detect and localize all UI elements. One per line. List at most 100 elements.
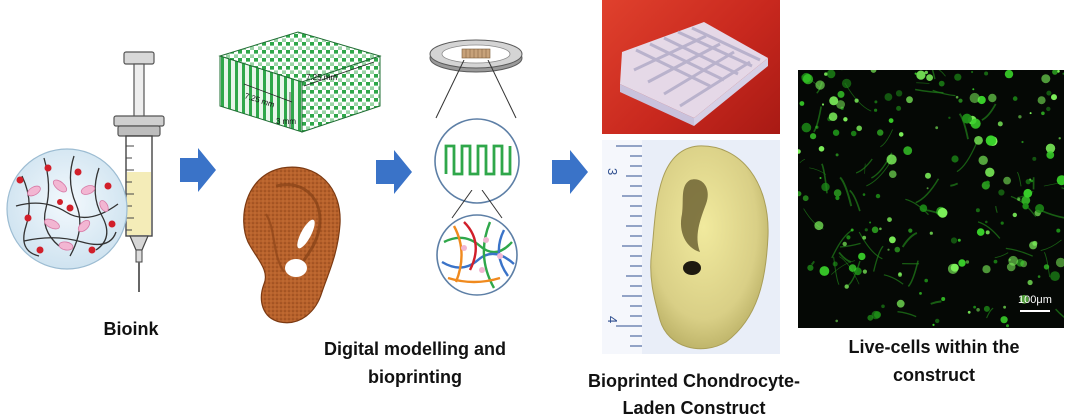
ruler-label-upper: 3 bbox=[605, 168, 620, 175]
scaffold-width-label: 7.25 mm bbox=[306, 73, 337, 82]
live-cell bbox=[858, 253, 865, 260]
scaffold-model: 7.25 mm 7.25 mm 3 mm bbox=[214, 26, 386, 144]
live-cell bbox=[1032, 157, 1036, 161]
cell-process bbox=[850, 190, 860, 211]
live-cell bbox=[1003, 306, 1006, 309]
cell-process bbox=[811, 261, 814, 264]
live-cell bbox=[874, 100, 877, 103]
cell-process bbox=[898, 312, 917, 317]
live-cell bbox=[820, 177, 822, 179]
live-cell bbox=[986, 135, 996, 145]
live-cell bbox=[984, 306, 990, 312]
live-cell bbox=[863, 193, 866, 196]
live-cell bbox=[833, 130, 839, 136]
live-cell bbox=[803, 74, 813, 84]
live-cell bbox=[896, 90, 902, 96]
live-cell bbox=[843, 117, 847, 121]
live-cell bbox=[954, 74, 961, 81]
scaffold-photo-drawing bbox=[602, 0, 780, 134]
live-cell bbox=[798, 191, 801, 196]
live-cells-image: 100μm bbox=[798, 70, 1064, 328]
live-cell bbox=[845, 284, 849, 288]
live-cell bbox=[815, 80, 824, 89]
scaffold-photo bbox=[602, 0, 780, 134]
live-cell bbox=[1005, 70, 1013, 78]
live-cell bbox=[920, 204, 928, 212]
live-cell bbox=[962, 114, 972, 124]
live-cell bbox=[807, 265, 813, 271]
cell-process bbox=[916, 179, 939, 203]
live-cell bbox=[976, 308, 980, 312]
live-cell bbox=[849, 264, 857, 272]
live-cell bbox=[966, 260, 969, 263]
cell-process bbox=[915, 89, 943, 92]
live-cell bbox=[1038, 96, 1046, 104]
live-cell bbox=[1059, 137, 1061, 139]
live-cell bbox=[1023, 189, 1032, 198]
live-cell bbox=[872, 227, 879, 234]
live-cell bbox=[1022, 203, 1028, 209]
live-cell bbox=[986, 230, 990, 234]
live-cell bbox=[935, 319, 939, 323]
live-cell bbox=[951, 237, 957, 243]
cell-process bbox=[1006, 248, 1033, 256]
cell-process bbox=[916, 83, 929, 84]
live-cell bbox=[838, 91, 845, 98]
live-cell bbox=[982, 265, 990, 273]
cell-process bbox=[840, 177, 851, 206]
live-cell bbox=[927, 187, 929, 189]
live-cell bbox=[1035, 204, 1044, 213]
live-cell bbox=[829, 112, 838, 121]
live-cell bbox=[865, 228, 868, 231]
zoom-lines bbox=[426, 60, 526, 120]
scaffold-height-label: 3 mm bbox=[276, 117, 296, 126]
live-cell bbox=[889, 118, 894, 123]
live-cell bbox=[820, 266, 830, 276]
live-cell bbox=[1050, 271, 1060, 281]
cell-process bbox=[995, 253, 1008, 258]
live-cell bbox=[951, 155, 958, 162]
live-cell bbox=[1041, 74, 1050, 83]
cell-process bbox=[935, 70, 946, 76]
live-cell bbox=[863, 270, 867, 274]
cell-mixture-icon bbox=[4, 146, 130, 272]
live-cell bbox=[1013, 96, 1018, 101]
live-cell bbox=[1038, 275, 1041, 278]
live-cell bbox=[827, 70, 836, 78]
live-cell bbox=[869, 222, 871, 224]
live-cell bbox=[1021, 141, 1023, 143]
live-cell bbox=[1052, 70, 1058, 75]
live-cell bbox=[970, 93, 980, 103]
cell-process bbox=[908, 261, 918, 287]
live-cell bbox=[1046, 151, 1054, 159]
live-cell bbox=[879, 228, 882, 231]
live-cell bbox=[977, 228, 985, 236]
live-cell bbox=[833, 262, 838, 267]
live-cell bbox=[896, 106, 901, 111]
live-cell bbox=[871, 70, 877, 73]
live-cell bbox=[924, 279, 928, 283]
live-cell bbox=[1046, 107, 1050, 111]
live-cell bbox=[985, 168, 994, 177]
live-cell bbox=[876, 194, 880, 198]
live-cell bbox=[1003, 177, 1011, 185]
live-cell bbox=[834, 189, 842, 197]
bioink-caption: Bioink bbox=[86, 318, 176, 341]
live-cell bbox=[874, 109, 877, 112]
live-cell bbox=[998, 189, 1004, 195]
live-cell bbox=[1009, 259, 1011, 261]
live-cell bbox=[998, 121, 1003, 126]
live-cell bbox=[798, 149, 801, 154]
live-cell bbox=[887, 154, 897, 164]
live-cell bbox=[889, 170, 897, 178]
live-cell bbox=[1028, 280, 1033, 285]
live-cell bbox=[985, 221, 988, 224]
live-cell bbox=[915, 73, 917, 75]
live-cell bbox=[930, 232, 933, 235]
live-cell bbox=[851, 229, 854, 232]
live-cell bbox=[1041, 112, 1045, 116]
live-cell bbox=[916, 71, 925, 80]
live-cell bbox=[925, 173, 931, 179]
modelling-caption-line1: Digital modelling and bbox=[292, 338, 538, 361]
live-cell bbox=[855, 99, 859, 103]
